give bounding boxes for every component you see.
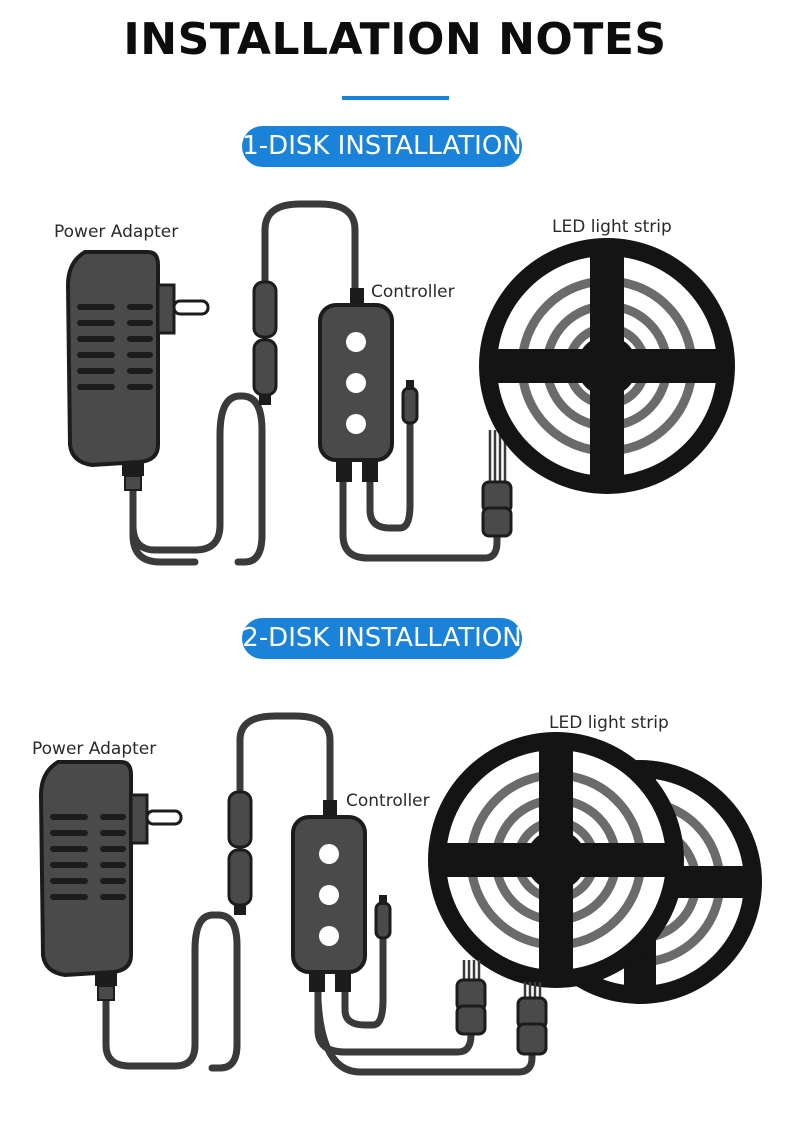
led-strip-reel-front (428, 732, 684, 988)
diagram-1-disk (65, 200, 735, 566)
power-adapter-label-2: Power Adapter (32, 739, 157, 759)
led-strip-label-2: LED light strip (549, 713, 669, 733)
page-title: INSTALLATION NOTES (123, 14, 667, 65)
cable-loop-top-2 (236, 712, 334, 804)
dc-connector-2 (227, 790, 253, 915)
controller (318, 288, 394, 482)
strip-connector (481, 430, 513, 538)
controller-label: Controller (371, 282, 455, 302)
cable-controller-to-strip (339, 416, 501, 562)
ir-receiver-2 (374, 895, 392, 940)
power-adapter-2 (38, 760, 183, 1001)
cable-loop-top (261, 200, 359, 299)
controller-2 (291, 800, 367, 992)
title-underline (342, 96, 449, 100)
power-adapter (65, 250, 210, 491)
dc-connector (252, 280, 278, 405)
ir-receiver (401, 380, 419, 425)
led-strip-label: LED light strip (552, 217, 672, 237)
cable-adapter-to-splice-2 (102, 911, 241, 1072)
strip-connector-back (516, 982, 548, 1056)
cable-adapter-to-splice (129, 392, 266, 566)
section-badge-1-disk: 1-DISK INSTALLATION (242, 126, 522, 167)
section-badge-2-disk: 2-DISK INSTALLATION (242, 618, 522, 659)
cable-controller-to-strips (314, 931, 536, 1076)
power-adapter-label: Power Adapter (54, 222, 179, 242)
led-strip-reel (479, 238, 735, 494)
strip-connector-front (455, 960, 487, 1036)
controller-label-2: Controller (346, 791, 430, 811)
diagram-2-disk (38, 712, 762, 1076)
cable-adapter-segment (129, 496, 199, 566)
